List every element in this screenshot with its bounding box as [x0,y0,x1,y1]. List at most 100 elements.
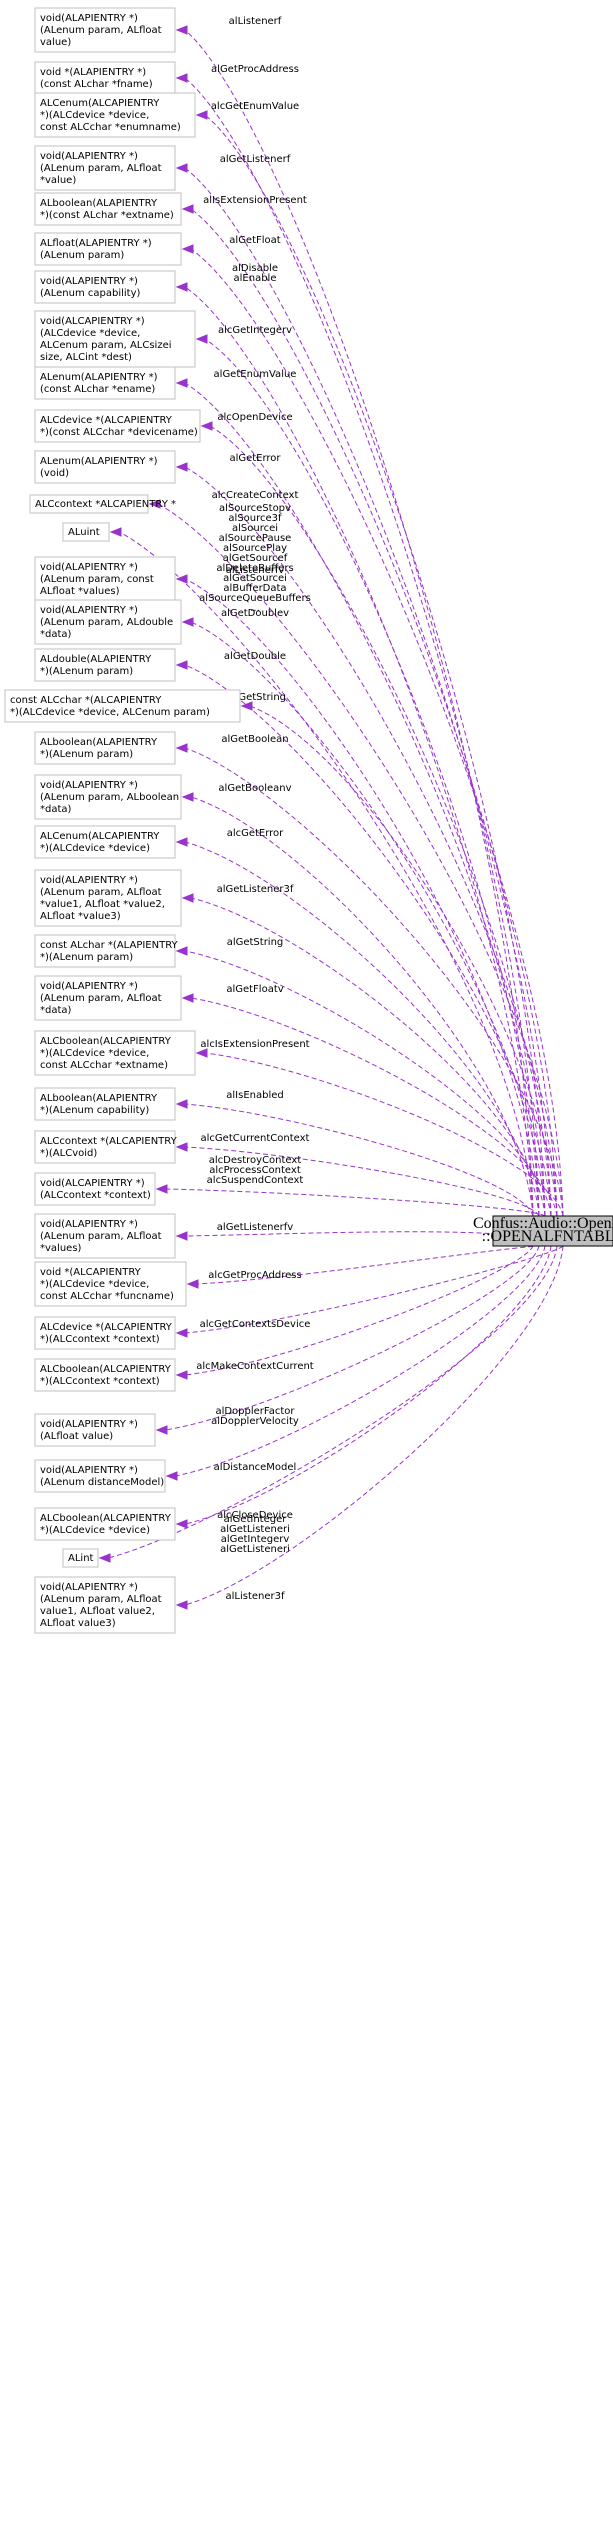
type-node[interactable]: ALdouble(ALAPIENTRY*)(ALenum param) [34,648,176,682]
type-node-line: const ALchar *(ALAPIENTRY [40,940,179,951]
edge-arrowhead [155,1184,168,1194]
type-node[interactable]: void(ALAPIENTRY *)(ALenum param, ALfloat… [34,7,176,53]
type-node[interactable]: void *(ALCAPIENTRY*)(ALCdevice *device,c… [34,1261,187,1307]
type-node[interactable]: void(ALAPIENTRY *)(ALenum param, ALboole… [34,774,182,820]
edge-label: alSourceQueueBuffers [199,593,311,604]
type-node[interactable]: ALCcontext *ALCAPIENTRY * [29,494,176,514]
edge-arrowhead [175,378,188,388]
type-node-line: void(ALAPIENTRY *) [40,276,138,287]
edge-label: alSource3f [228,513,282,524]
edge-arrowhead [195,110,208,120]
focus-node-line-1: Confus::Audio::OpenAL [473,1215,613,1232]
edge-label: alGetBooleanv [218,783,291,794]
type-node[interactable]: void(ALAPIENTRY *)(ALenum param, ALfloat… [34,869,182,927]
type-node[interactable]: void(ALAPIENTRY *)(ALenum param, ALfloat… [34,1576,176,1634]
type-node-line: (ALfloat value) [40,1431,113,1442]
type-node-line: (ALenum param, ALboolean [40,792,179,803]
edge-label: alBufferData [223,583,286,594]
type-node[interactable]: const ALchar *(ALAPIENTRY*)(ALenum param… [34,934,179,968]
type-node[interactable]: ALboolean(ALAPIENTRY*)(ALenum param) [34,731,176,765]
usage-edge [181,993,558,1217]
type-node[interactable]: ALCboolean(ALCAPIENTRY*)(ALCdevice *devi… [34,1030,196,1076]
type-node[interactable]: ALCdevice *(ALCAPIENTRY*)(const ALCchar … [34,409,201,443]
usage-edge [175,1245,534,1380]
edge-label: alDisable [232,263,278,274]
type-node-line: (ALCcontext *context) [40,1190,151,1201]
type-node-line: *)(ALenum param) [40,952,133,963]
type-node[interactable]: const ALCchar *(ALCAPIENTRY*)(ALCdevice … [4,689,241,723]
edge-label: alSourcei [232,523,278,534]
type-node[interactable]: void *(ALAPIENTRY *)(const ALchar *fname… [34,61,176,95]
edge-arrowhead [175,1370,188,1380]
type-node-line: value) [40,37,71,48]
edge-arrowhead [186,1279,199,1289]
edge-label: alcGetError [227,828,284,839]
type-node-line: (ALCdevice *device, [40,328,140,339]
type-node[interactable]: void(ALAPIENTRY *)(ALenum param, ALfloat… [34,975,182,1021]
edge-arrowhead [195,1048,208,1058]
nodes-layer: void(ALAPIENTRY *)(ALenum param, ALfloat… [4,7,241,1634]
edge-label: alGetSourcei [223,573,287,584]
edge-arrowhead [240,701,253,711]
type-node[interactable]: ALCenum(ALCAPIENTRY*)(ALCdevice *device,… [34,92,196,138]
edge-arrowhead [175,73,188,83]
edge-arrowhead [175,163,188,173]
type-node[interactable]: void(ALAPIENTRY *)(ALenum distanceModel) [34,1459,166,1493]
type-node[interactable]: ALenum(ALAPIENTRY *)(void) [34,450,176,484]
edge-label: alEnable [234,273,277,284]
type-node[interactable]: ALCcontext *(ALCAPIENTRY*)(ALCvoid) [34,1130,178,1164]
type-node-line: ALfloat value3) [40,1618,116,1629]
type-node-line: ALboolean(ALAPIENTRY [40,1093,158,1104]
type-node-line: *value) [40,175,76,186]
edge-arrowhead [175,1142,188,1152]
type-node[interactable]: ALfloat(ALAPIENTRY *)(ALenum param) [34,232,182,266]
type-node-line: ALCenum(ALCAPIENTRY [40,831,160,842]
type-node[interactable]: void(ALAPIENTRY *)(ALenum param, ALfloat… [34,145,176,191]
type-node[interactable]: ALuint [62,522,110,542]
type-node-line: ALfloat(ALAPIENTRY *) [40,238,152,249]
type-node[interactable]: ALCdevice *(ALCAPIENTRY*)(ALCcontext *co… [34,1316,176,1350]
type-node-line: *)(ALCdevice *device) [40,843,150,854]
edge-arrowhead [181,244,194,254]
usage-edge [175,946,552,1217]
type-node[interactable]: ALCenum(ALCAPIENTRY*)(ALCdevice *device) [34,825,176,859]
edge-arrowhead [195,334,208,344]
type-node[interactable]: void(ALCAPIENTRY *)(ALCdevice *device,AL… [34,310,196,368]
edge-label: alGetIntegerv [221,1534,290,1545]
usage-edge [186,1244,558,1289]
type-node[interactable]: void(ALAPIENTRY *)(ALenum capability) [34,270,176,304]
type-node-line: *)(ALCcontext *context) [40,1334,160,1345]
type-node[interactable]: void(ALAPIENTRY *)(ALenum param, ALdoubl… [34,599,182,645]
type-node-line: void(ALAPIENTRY *) [40,13,138,24]
type-node-line: ALboolean(ALAPIENTRY [40,737,158,748]
usage-edge [148,499,564,1217]
type-node-line: *)(ALenum capability) [40,1105,149,1116]
type-node[interactable]: ALCboolean(ALCAPIENTRY*)(ALCcontext *con… [34,1358,176,1392]
type-node[interactable]: ALint [62,1548,99,1568]
type-node-line: ALenum(ALAPIENTRY *) [40,456,158,467]
edge-label: alcGetEnumValue [211,101,299,112]
focus-node[interactable]: Confus::Audio::OpenAL ::OPENALFNTABLE [473,1215,613,1247]
edge-label: alDistanceModel [214,1462,297,1473]
usage-edge [175,1142,540,1217]
edge-arrowhead [175,1600,188,1610]
type-node[interactable]: void(ALAPIENTRY *)(ALenum param, ALfloat… [34,1213,176,1259]
type-node-line: *)(ALCdevice *device, ALCenum param) [10,707,210,718]
type-node[interactable]: void(ALAPIENTRY *)(ALfloat value) [34,1413,156,1447]
type-node-line: *)(ALenum param) [40,749,133,760]
usage-edge [195,110,546,1217]
type-node[interactable]: void(ALCAPIENTRY *)(ALCcontext *context) [34,1172,156,1206]
type-node[interactable]: ALboolean(ALAPIENTRY*)(ALenum capability… [34,1087,176,1121]
type-node-line: (void) [40,468,69,479]
edge-label: alDopplerFactor [215,1406,295,1417]
type-node-line: *data) [40,1005,72,1016]
type-node[interactable]: ALboolean(ALAPIENTRY*)(const ALchar *ext… [34,192,182,226]
edge-label: alSourceStopv [219,503,291,514]
type-node-line: (ALenum param, ALdouble [40,617,173,628]
type-node-line: (const ALchar *ename) [40,384,155,395]
edge-arrowhead [175,946,188,956]
type-node[interactable]: ALenum(ALAPIENTRY *)(const ALchar *ename… [34,366,176,400]
type-node[interactable]: ALCboolean(ALCAPIENTRY*)(ALCdevice *devi… [34,1507,176,1541]
type-node-line: ALCcontext *ALCAPIENTRY * [35,499,176,510]
type-node[interactable]: void(ALAPIENTRY *)(ALenum param, constAL… [34,556,176,602]
